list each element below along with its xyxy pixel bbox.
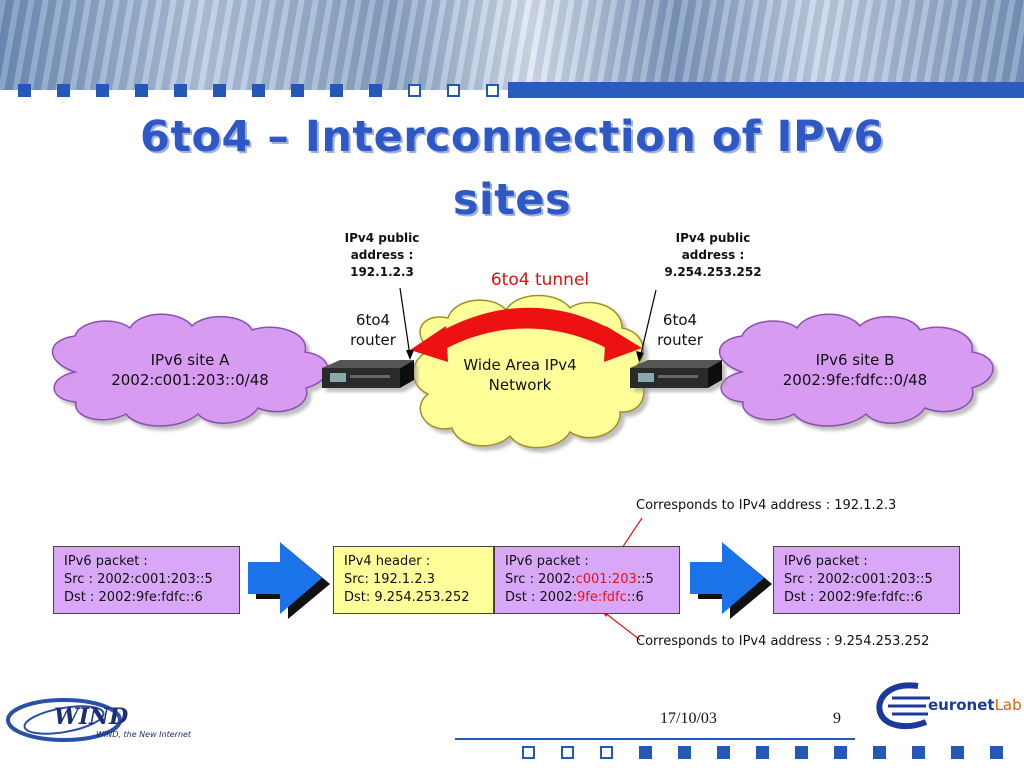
src-highlight: c001:203	[575, 572, 637, 587]
euronet-swoosh-icon	[876, 682, 930, 730]
top-banner-image	[0, 0, 1024, 90]
header-blue-bar	[508, 82, 1024, 98]
router-b-line1: 6to4	[662, 311, 698, 329]
router-a-line2: router	[350, 331, 396, 349]
packet-right-title: IPv6 packet :	[784, 554, 868, 569]
note-bottom: Corresponds to IPv4 address : 9.254.253.…	[636, 634, 930, 649]
router-icon	[630, 360, 722, 388]
euronetlab-logo: euronetLab	[870, 676, 1022, 736]
site-a-name: IPv6 site A	[150, 351, 230, 369]
wind-logo-tagline: WIND, the New Internet	[96, 730, 192, 739]
cloud-site-b	[718, 313, 994, 427]
router-a-line1: 6to4	[355, 311, 391, 329]
euronet-text: euronet	[928, 696, 995, 714]
slide-title-line2: sites	[452, 175, 572, 225]
ipv4-label-a: IPv4 public address : 192.1.2.3	[322, 230, 442, 281]
wan-line1: Wide Area IPv4	[463, 356, 577, 374]
packet-left-dst: Dst : 2002:9fe:fdfc::6	[64, 590, 203, 605]
ipv4-pointer-a	[399, 287, 414, 360]
tunnel-arrow-icon	[410, 307, 642, 362]
tunnel-label: 6to4 tunnel	[490, 270, 590, 290]
ipv4-pointer-b	[636, 289, 657, 362]
packet-middle-dst: Dst : 2002:9fe:fdfc::6	[505, 589, 679, 607]
wind-logo: WIND WIND, the New Internet	[4, 690, 224, 760]
footer-date: 17/10/03	[660, 710, 717, 727]
wan-line2: Network	[488, 376, 552, 394]
ipv4-header-src: Src: 192.1.2.3	[344, 572, 435, 587]
lab-text: Lab	[994, 696, 1022, 714]
site-a-label: IPv6 site A 2002:c001:203::0/48	[80, 350, 300, 390]
wind-swoosh-icon	[6, 698, 122, 742]
src-suffix: ::5	[636, 572, 654, 587]
wind-logo-text: WIND	[54, 704, 129, 730]
src-prefix: Src : 2002:	[505, 572, 576, 587]
packet-middle: IPv6 packet : Src : 2002:c001:203::5 Dst…	[494, 546, 680, 614]
ipv4-header-title: IPv4 header :	[344, 554, 431, 569]
packet-left-src: Src : 2002:c001:203::5	[64, 572, 213, 587]
ipv4-a-line1: IPv4 public	[344, 231, 420, 245]
dst-prefix: Dst : 2002:	[505, 590, 577, 605]
dst-highlight: 9fe:fdfc	[577, 590, 627, 605]
router-b-line2: router	[657, 331, 703, 349]
note-top: Corresponds to IPv4 address : 192.1.2.3	[636, 498, 897, 513]
euronet-logo-text: euronetLab	[928, 696, 1022, 714]
packet-right: IPv6 packet : Src : 2002:c001:203::5 Dst…	[773, 546, 960, 614]
packet-left: IPv6 packet : Src : 2002:c001:203::5 Dst…	[53, 546, 240, 614]
router-b-label: 6to4 router	[640, 310, 720, 350]
ipv4-b-line1: IPv4 public	[675, 231, 751, 245]
dst-suffix: ::6	[626, 590, 644, 605]
ipv4-a-line3: 192.1.2.3	[350, 265, 414, 279]
ipv4-header-dst: Dst: 9.254.253.252	[344, 590, 470, 605]
footer-line	[455, 738, 855, 740]
slide-title-line1: 6to4 – Interconnection of IPv6	[140, 112, 884, 162]
ipv4-header-box: IPv4 header : Src: 192.1.2.3 Dst: 9.254.…	[333, 546, 494, 614]
site-b-label: IPv6 site B 2002:9fe:fdfc::0/48	[740, 350, 970, 390]
wan-label: Wide Area IPv4 Network	[445, 355, 595, 395]
packet-middle-title: IPv6 packet :	[505, 554, 589, 569]
site-a-prefix: 2002:c001:203::0/48	[111, 371, 269, 389]
blue-arrow-icon	[690, 542, 772, 619]
packet-left-title: IPv6 packet :	[64, 554, 148, 569]
ipv4-b-line2: address :	[681, 248, 745, 262]
router-icon	[322, 360, 414, 388]
packet-right-dst: Dst : 2002:9fe:fdfc::6	[784, 590, 923, 605]
footer-page-number: 9	[833, 710, 841, 727]
site-b-name: IPv6 site B	[815, 351, 895, 369]
ipv4-a-line2: address :	[350, 248, 414, 262]
packet-middle-src: Src : 2002:c001:203::5	[505, 571, 679, 589]
ipv4-b-line3: 9.254.253.252	[664, 265, 762, 279]
router-a-label: 6to4 router	[333, 310, 413, 350]
site-b-prefix: 2002:9fe:fdfc::0/48	[782, 371, 928, 389]
ipv4-label-b: IPv4 public address : 9.254.253.252	[648, 230, 778, 281]
blue-arrow-icon	[248, 542, 330, 619]
packet-right-src: Src : 2002:c001:203::5	[784, 572, 933, 587]
